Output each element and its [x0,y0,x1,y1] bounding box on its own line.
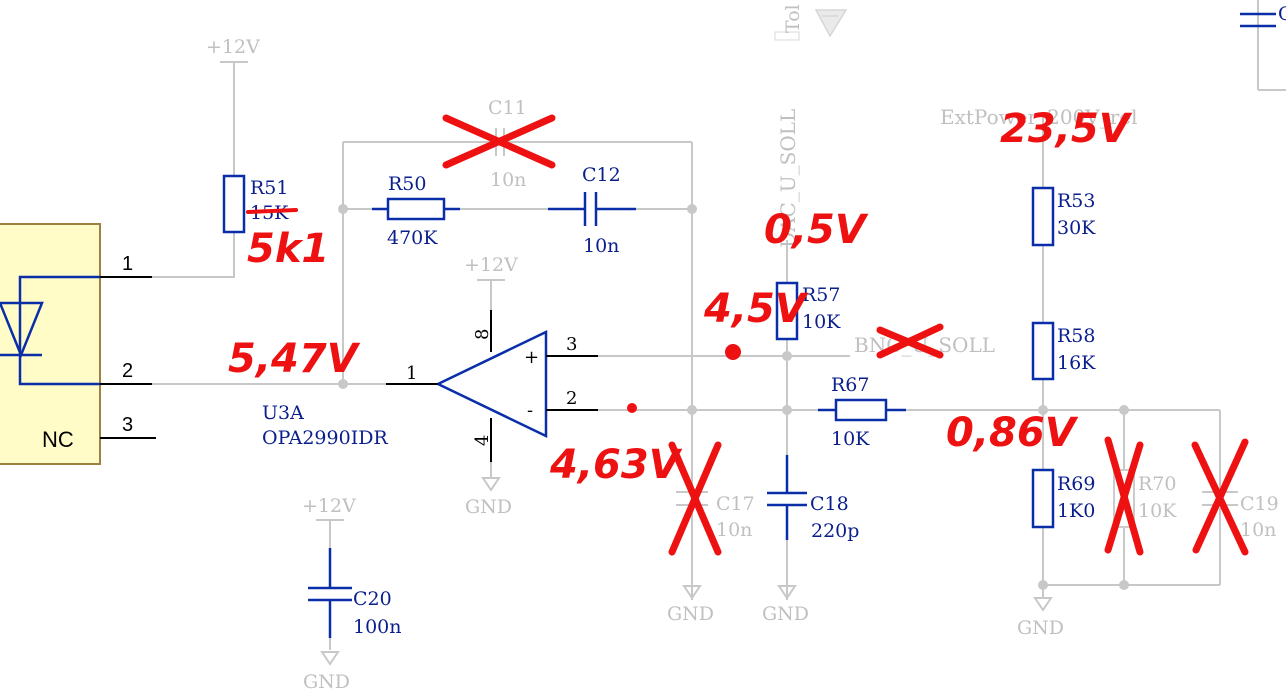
c17-ref: C17 [716,493,755,515]
opamp-pin-out: 1 [406,363,417,384]
u3a-ref: U3A [262,402,304,424]
r67-ref: R67 [831,374,869,396]
r53-ref: R53 [1057,190,1095,212]
c20-value: 100n [353,616,402,638]
gnd-label: GND [465,496,512,518]
c19-ref: C19 [1240,493,1279,515]
junction-dot [1038,580,1048,590]
r67-value: 10K [831,428,870,450]
c17-value: 10n [716,519,752,541]
junction-dot [1038,405,1048,415]
c19-value: 10n [1240,519,1276,541]
rail-12v-label: +12V [206,36,260,58]
capacitor-partial[interactable]: C [1240,3,1286,28]
c12-ref: C12 [582,164,621,186]
annotation-v-div: 0,86V [946,410,1079,456]
c18-ref: C18 [810,493,849,515]
ground-icon [777,585,797,600]
annotation-v-ext: 23,5V [1000,106,1133,152]
ground-icon [1033,597,1053,612]
gnd-label: GND [667,603,714,625]
c20-ref: C20 [353,588,392,610]
rail-12v-label: +12V [464,254,518,276]
r57-ref: R57 [802,284,840,306]
ground-symbols: GND GND GND GND GND [303,477,1064,691]
r70-value: 10K [1138,500,1177,522]
junction-dot [782,351,792,361]
c11-ref: C11 [488,97,527,119]
annotation-r51-new: 5k1 [247,226,329,272]
resistor-r53[interactable]: R53 30K [1031,186,1096,247]
red-annotations: 5k1 5,47V 4,63V 0,5V 4,5V 0,86V 23,5V [228,106,1249,556]
r50-ref: R50 [388,173,426,195]
r57-value: 10K [802,311,841,333]
r51-ref: R51 [250,177,288,199]
connector-block[interactable]: 1 2 3 NC [0,223,156,465]
r69-value: 1K0 [1057,500,1095,522]
r70-ref: R70 [1138,473,1176,495]
capacitor-c17[interactable]: C17 10n [676,491,755,541]
junction-dot [338,379,348,389]
r53-value: 30K [1057,217,1096,239]
resistor-r67[interactable]: R67 10K [818,374,906,450]
annotation-v-out: 5,47V [228,336,361,382]
annotation-v-plus: 4,5V [703,286,809,332]
opamp-pin-vminus: 4 [472,435,493,446]
junction-dot [338,204,348,214]
c12-value: 10n [583,235,619,257]
opamp-pin-plus: 3 [566,334,577,355]
net-dac-label: DAC_U_SOLL [776,109,800,248]
annotation-v-dac: 0,5V [764,207,869,253]
r58-value: 16K [1057,352,1096,374]
capacitor-c12[interactable]: C12 10n [548,164,636,257]
junction-dot [1119,580,1129,590]
resistor-r58[interactable]: R58 16K [1031,321,1096,381]
resistor-r57[interactable]: R57 10K [775,281,841,341]
ground-icon [481,477,501,492]
junctions [338,204,1129,590]
ground-icon [682,585,702,600]
rail-12v-label: +12V [302,495,356,517]
c18-value: 220p [811,520,859,542]
gnd-label: GND [762,603,809,625]
u3a-part: OPA2990IDR [262,427,388,449]
r58-ref: R58 [1057,325,1095,347]
net-partial-label: Tol [782,4,804,33]
gnd-label: GND [303,671,350,691]
port-flag-icon [814,9,848,38]
partial-ref: C [1278,3,1286,25]
r69-ref: R69 [1057,473,1095,495]
opamp-pin-vplus: 8 [472,329,493,340]
pin-label: 3 [122,414,133,436]
opamp-minus-symbol: - [527,400,533,421]
resistor-r51[interactable]: R51 15K [222,174,289,234]
ground-icon [320,651,340,666]
resistor-r69[interactable]: R69 1K0 [1031,468,1095,529]
junction-dot [1119,405,1129,415]
r50-value: 470K [387,227,438,249]
junction-dot [782,405,792,415]
capacitor-c20[interactable]: C20 100n [308,548,402,638]
opamp-u3a[interactable]: + - 1 3 2 8 4 U3A OPA2990IDR [262,310,598,462]
nc-label: NC [42,427,74,452]
resistor-r50[interactable]: R50 470K [372,173,460,249]
junction-dot [687,204,697,214]
opamp-plus-symbol: + [524,347,539,368]
opamp-pin-minus: 2 [566,388,577,409]
pin-label: 1 [122,253,133,275]
gnd-label: GND [1017,617,1064,639]
capacitor-c18[interactable]: C18 220p [767,455,859,542]
annotation-v-minus: 4,63V [549,442,683,488]
junction-dot [687,405,697,415]
net-extpower-label: ExtPower_200V_rel [940,105,1138,129]
pin-label: 2 [122,360,133,382]
c11-value: 10n [490,169,526,191]
